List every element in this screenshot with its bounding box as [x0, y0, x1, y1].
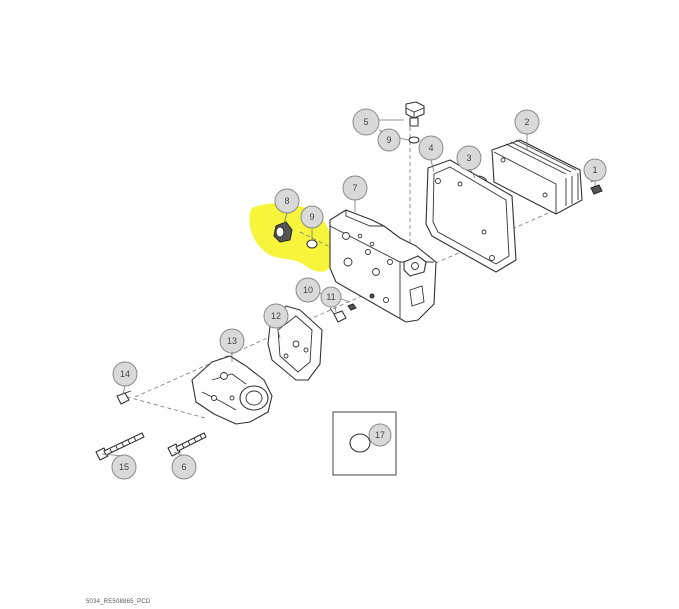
callout-label: 10 [303, 285, 313, 295]
callout-7: 7 [342, 175, 368, 201]
callout-label: 4 [428, 143, 433, 153]
callout-label: 7 [352, 183, 357, 193]
callout-12: 12 [263, 303, 289, 329]
callout-label: 15 [119, 462, 129, 472]
bolt-part-15 [95, 432, 145, 461]
callout-label: 12 [271, 311, 281, 321]
callout-3: 3 [456, 145, 482, 171]
callout-label: 5 [363, 117, 368, 127]
drawing-reference-code: 5034_RE508865_PCD [86, 599, 151, 605]
callout-label: 9 [309, 212, 314, 222]
callout-9b: 9 [300, 205, 324, 229]
adapter-housing-part-13 [191, 355, 273, 425]
bolt-part-14 [116, 390, 132, 405]
filter-housing-part-7 [329, 209, 437, 323]
callout-label: 11 [326, 292, 335, 302]
oil-cooler-part-2 [491, 139, 583, 215]
bolt-part-10 [329, 307, 347, 323]
gasket-part-4 [425, 159, 517, 273]
callout-label: 2 [524, 117, 529, 127]
callout-9a: 9 [377, 128, 401, 152]
callout-2: 2 [514, 109, 540, 135]
callout-label: 14 [120, 369, 130, 379]
callout-label: 6 [181, 462, 186, 472]
callout-label: 1 [592, 165, 597, 175]
callout-17: 17 [368, 423, 392, 447]
callout-label: 17 [375, 430, 385, 440]
nut-part-11 [347, 303, 357, 311]
callout-15: 15 [111, 454, 137, 480]
callout-13: 13 [219, 328, 245, 354]
callout-14: 14 [112, 361, 138, 387]
callout-6: 6 [171, 454, 197, 480]
callout-label: 3 [466, 153, 471, 163]
callout-label: 13 [227, 336, 237, 346]
seal-ring-part-9-top [408, 136, 420, 144]
callout-8: 8 [274, 188, 300, 214]
plug-part-5 [405, 101, 425, 127]
o-ring-part-9 [306, 239, 318, 249]
callout-label: 9 [386, 135, 391, 145]
callout-11: 11 [320, 286, 342, 308]
callout-4: 4 [418, 135, 444, 161]
callout-1: 1 [583, 158, 607, 182]
callout-label: 8 [284, 196, 289, 206]
bolt-part-1 [590, 179, 603, 195]
fitting-part-8 [273, 221, 293, 243]
bolt-part-6 [167, 432, 207, 457]
callout-10: 10 [295, 277, 321, 303]
callout-5: 5 [352, 108, 380, 136]
